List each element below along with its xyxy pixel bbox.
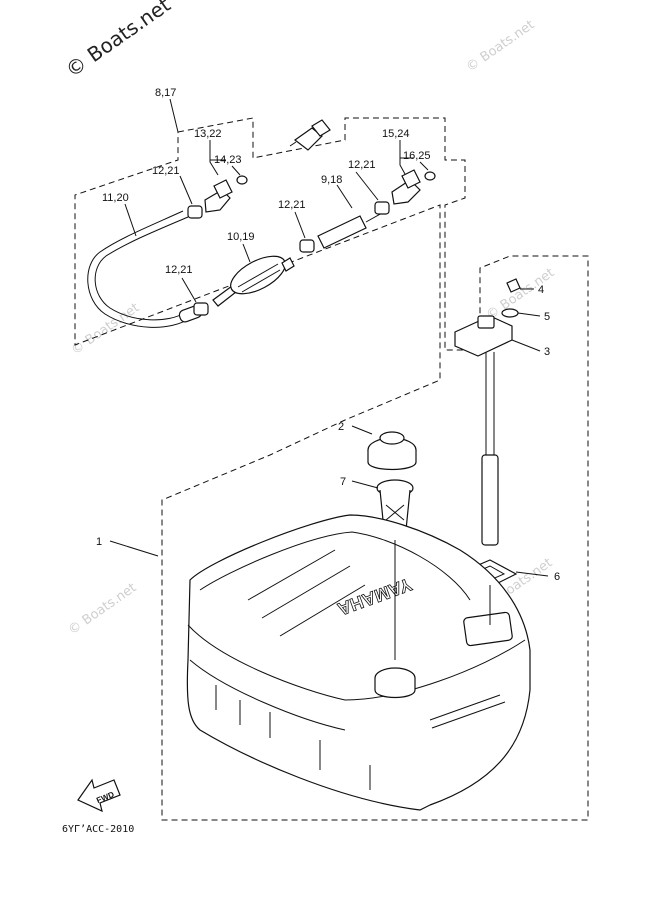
callout-12-21: 12,21 [278,199,306,211]
callout-11-20: 11,20 [102,192,129,204]
callout-12-21: 12,21 [348,159,376,171]
right-hose-connector [391,169,436,205]
callout-12-21: 12,21 [165,264,193,276]
callout-7: 7 [340,476,346,488]
watermark: © Boats.net [69,300,143,358]
callout-15-24: 15,24 [382,128,410,140]
callout-4: 4 [538,284,544,296]
callout-14-23: 14,23 [214,154,242,166]
leader-lines [109,98,549,660]
callout-13-22: 13,22 [194,128,222,140]
fuel-gauge [454,278,521,546]
diagram-code: 6YΓ’ACC-2010 [62,824,134,835]
hose-clamps [187,201,390,316]
callout-labels: 8,17 13,22 14,23 12,21 11,20 10,19 12,21… [96,87,560,583]
callout-16-25: 16,25 [403,150,431,162]
fuel-tank: YAMAHA [186,514,531,811]
callout-1: 1 [96,536,102,548]
fwd-arrow-icon: FWD [77,778,121,813]
watermark: © Boats.net [464,17,538,75]
callout-12-21: 12,21 [152,165,180,177]
callout-2: 2 [338,421,344,433]
callout-5: 5 [544,311,550,323]
watermark: © Boats.net [66,580,140,638]
callout-3: 3 [544,346,550,358]
hose-assembly-boundary [74,117,589,821]
filler-cap [367,431,417,471]
callout-9-18: 9,18 [321,174,342,186]
callout-8-17: 8,17 [155,87,176,99]
callout-10-19: 10,19 [227,231,255,243]
engine-connector [289,119,331,151]
callout-6: 6 [554,571,560,583]
left-hose-connector [204,175,248,213]
watermark-top-left: © Boats.net [61,0,175,82]
primer-bulb [212,255,295,307]
